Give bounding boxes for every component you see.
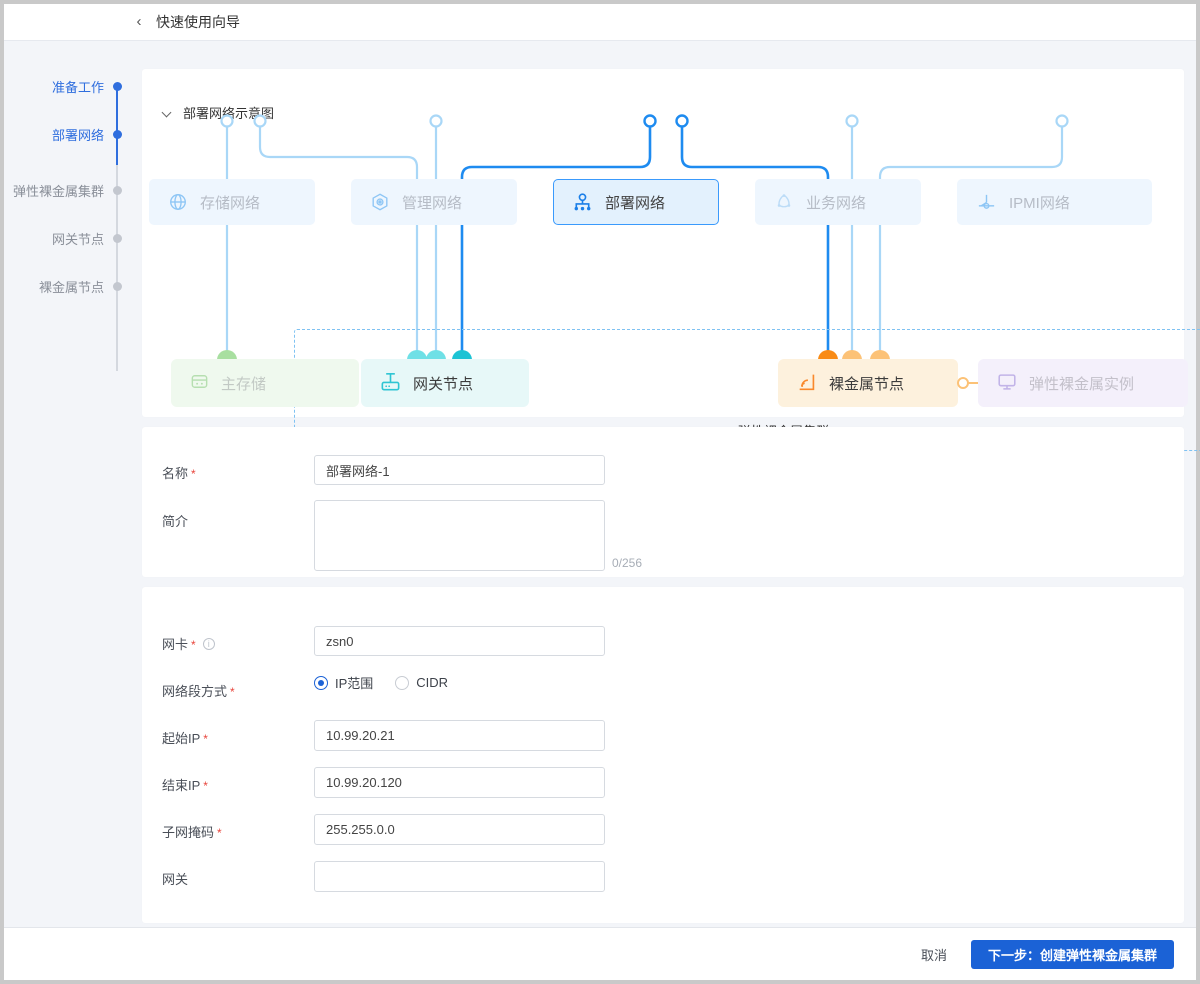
cancel-button[interactable]: 取消: [915, 941, 953, 968]
basic-info-panel: 名称* 简介 0/256: [142, 427, 1184, 577]
radio-label: CIDR: [416, 675, 449, 690]
diagram-title: 部署网络示意图: [183, 106, 275, 121]
sidebar-step-baremetal-cluster[interactable]: 弹性裸金属集群: [13, 181, 122, 200]
network-card-label: IPMI网络: [1009, 194, 1070, 212]
nic-label: 网卡*i: [162, 634, 215, 653]
netmask-label: 子网掩码*: [162, 825, 222, 840]
step-label: 裸金属节点: [38, 280, 104, 295]
sidebar-step-gateway-node[interactable]: 网关节点: [52, 229, 122, 248]
step-label: 网关节点: [51, 232, 104, 247]
network-diagram-panel: 部署网络示意图: [142, 69, 1200, 451]
network-card-storage[interactable]: 存储网络: [149, 179, 315, 225]
router-icon: [379, 370, 402, 396]
network-card-label: 业务网络: [806, 194, 867, 212]
intro-textarea[interactable]: [314, 500, 605, 571]
node-baremetal[interactable]: 裸金属节点: [778, 359, 958, 407]
step-rail-filled: [116, 87, 118, 165]
network-card-management[interactable]: 管理网络: [351, 179, 517, 225]
node-label: 弹性裸金属实例: [1029, 375, 1135, 393]
required-mark: *: [230, 684, 235, 699]
node-gateway[interactable]: 网关节点: [361, 359, 529, 407]
end-ip-label: 结束IP*: [162, 778, 208, 793]
radio-ip-range[interactable]: IP范围: [314, 673, 373, 692]
intro-label: 简介: [162, 514, 189, 529]
step-label: 准备工作: [51, 80, 104, 95]
segment-mode-label: 网络段方式*: [162, 684, 235, 699]
page-title: 快速使用向导: [156, 14, 240, 30]
top-bar: ‹ 快速使用向导: [4, 4, 1196, 41]
signal-square-icon: [796, 371, 818, 396]
sitemap-icon: [572, 192, 593, 213]
radio-label: IP范围: [335, 676, 374, 691]
step-dot-icon: [113, 282, 122, 291]
network-segment-panel: 网卡*i 网络段方式* IP范围 CIDR 起始IP*: [142, 587, 1184, 923]
sidebar-step-deploy-network[interactable]: 部署网络: [52, 125, 122, 144]
info-circle-icon[interactable]: i: [202, 637, 215, 650]
step-dot-icon: [113, 186, 122, 195]
network-card-label: 部署网络: [605, 194, 666, 212]
node-elastic-baremetal-instance[interactable]: 弹性裸金属实例: [978, 359, 1188, 407]
node-label: 主存储: [221, 375, 267, 393]
globe-icon: [168, 192, 188, 212]
network-card-label: 管理网络: [402, 194, 463, 212]
gateway-label: 网关: [162, 872, 189, 887]
gateway-input[interactable]: [314, 861, 605, 892]
network-card-label: 存储网络: [200, 194, 261, 212]
ipmi-axis-icon: [976, 192, 997, 213]
sidebar-step-baremetal-node[interactable]: 裸金属节点: [39, 277, 122, 296]
hexagon-target-icon: [370, 192, 390, 212]
database-icon: [189, 371, 210, 395]
end-ip-input[interactable]: [314, 767, 605, 798]
node-label: 裸金属节点: [829, 375, 905, 393]
required-mark: *: [191, 637, 196, 652]
name-label: 名称*: [162, 466, 196, 481]
node-primary-storage[interactable]: 主存储: [171, 359, 359, 407]
required-mark: *: [191, 466, 196, 481]
step-label: 部署网络: [51, 128, 104, 143]
chevron-left-icon[interactable]: ‹: [136, 13, 142, 30]
start-ip-input[interactable]: [314, 720, 605, 751]
network-card-business[interactable]: 业务网络: [755, 179, 921, 225]
required-mark: *: [203, 731, 208, 746]
radio-cidr[interactable]: CIDR: [395, 675, 448, 690]
node-label: 网关节点: [413, 375, 474, 393]
required-mark: *: [203, 778, 208, 793]
diagram-header[interactable]: 部署网络示意图: [162, 103, 274, 122]
nic-input[interactable]: [314, 626, 605, 656]
radio-circle-icon: [395, 675, 410, 690]
cloud-nodes-icon: [774, 192, 794, 212]
footer-action-bar: 取消 下一步：创建弹性裸金属集群: [4, 927, 1196, 980]
next-step-button[interactable]: 下一步：创建弹性裸金属集群: [970, 939, 1174, 969]
radio-circle-icon: [314, 675, 328, 690]
network-card-ipmi[interactable]: IPMI网络: [957, 179, 1152, 225]
step-dot-icon: [113, 82, 122, 91]
segment-mode-radio-group[interactable]: IP范围 CIDR: [314, 673, 448, 692]
monitor-icon: [996, 371, 1018, 396]
step-rail: [116, 165, 118, 371]
network-topology-diagram: 存储网络 管理网络: [142, 69, 1200, 451]
start-ip-label: 起始IP*: [162, 731, 208, 746]
body-area: 准备工作 部署网络 弹性裸金属集群 网关节点 裸金属节点: [4, 41, 1200, 927]
sidebar-step-preparation[interactable]: 准备工作: [52, 77, 122, 96]
required-mark: *: [217, 825, 222, 840]
connector-lines: [217, 114, 1069, 360]
netmask-input[interactable]: [314, 814, 605, 845]
step-dot-icon: [113, 130, 122, 139]
intro-char-counter: 0/256: [612, 556, 643, 570]
step-dot-icon: [113, 234, 122, 243]
step-label: 弹性裸金属集群: [12, 184, 104, 199]
wizard-steps: 准备工作 部署网络 弹性裸金属集群 网关节点 裸金属节点: [4, 41, 130, 927]
name-input[interactable]: [314, 455, 605, 485]
network-card-deploy[interactable]: 部署网络: [553, 179, 719, 225]
